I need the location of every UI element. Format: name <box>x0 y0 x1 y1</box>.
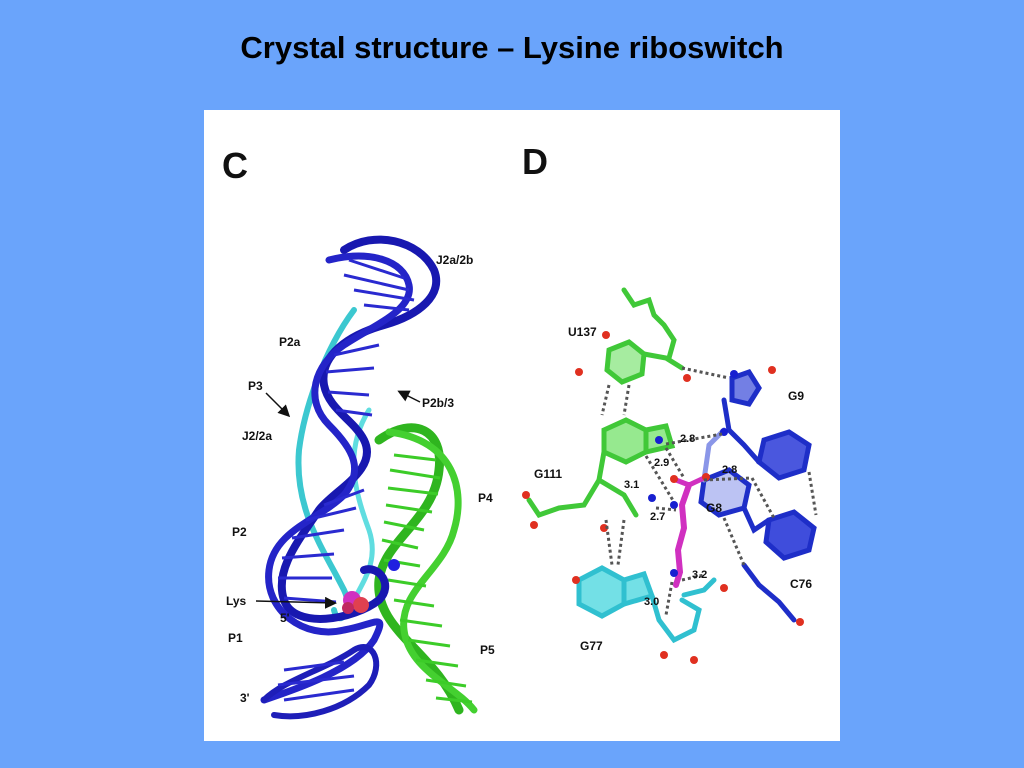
g111-residue <box>526 417 676 519</box>
figure-svg: C <box>222 141 818 720</box>
g77-residue <box>576 565 717 644</box>
label-j2a2b: J2a/2b <box>436 253 473 267</box>
slide-title: Crystal structure – Lysine riboswitch <box>240 30 784 65</box>
label-p1: P1 <box>228 631 243 645</box>
label-three-prime: 3' <box>240 691 250 705</box>
label-g111: G111 <box>534 467 562 481</box>
distance-label: 2.9 <box>654 457 669 469</box>
label-p2a: P2a <box>279 335 301 349</box>
panel-c-letter: C <box>222 145 248 186</box>
j2-cyan-strand <box>351 407 375 603</box>
binding-pocket <box>522 287 818 664</box>
distance-label: 2.8 <box>680 433 695 445</box>
label-p2: P2 <box>232 525 247 539</box>
label-g9: G9 <box>788 389 804 403</box>
u137-residue <box>604 287 685 385</box>
figure-panel: C <box>204 110 840 741</box>
riboswitch-ribbon <box>260 235 478 720</box>
label-p4: P4 <box>478 491 493 505</box>
label-c76: C76 <box>790 577 812 591</box>
distance-label: 2.8 <box>722 464 737 476</box>
distance-label: 3.1 <box>624 479 639 491</box>
ion-sphere <box>388 559 400 571</box>
label-g77: G77 <box>580 639 603 653</box>
p4-p5-helix <box>374 423 478 715</box>
label-j22a: J2/2a <box>242 429 272 443</box>
label-p5: P5 <box>480 643 495 657</box>
label-p3: P3 <box>248 379 263 393</box>
panel-d-letter: D <box>522 141 548 182</box>
hydrogen-bonds <box>600 366 818 616</box>
lysine-ligand <box>342 591 369 614</box>
p1-p2-p2a-helix <box>260 235 440 720</box>
label-p2b3: P2b/3 <box>422 396 454 410</box>
g8-g9-c76-residues <box>698 368 817 623</box>
lysine-stick <box>673 482 692 588</box>
distance-label: 3.2 <box>692 569 707 581</box>
distance-label: 2.7 <box>650 511 665 523</box>
label-g8: G8 <box>706 501 722 515</box>
label-lys: Lys <box>226 594 247 608</box>
label-u137: U137 <box>568 325 597 339</box>
distance-label: 3.0 <box>644 596 659 608</box>
label-five-prime: 5' <box>280 611 290 625</box>
oxygen-atoms <box>522 331 804 664</box>
